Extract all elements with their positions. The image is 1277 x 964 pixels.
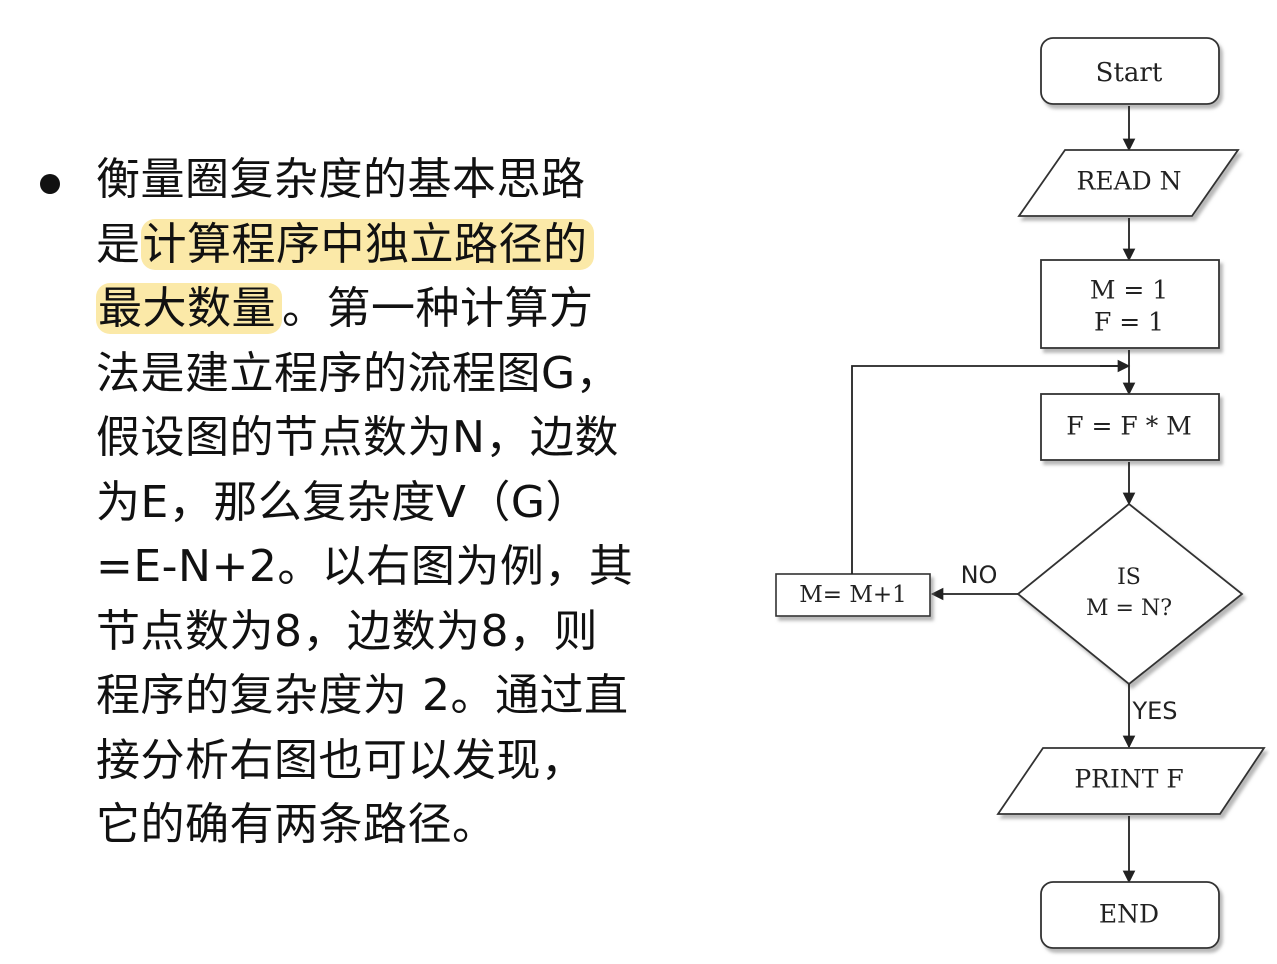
text-block: 衡量圈复杂度的基本思路 是计算程序中独立路径的 最大数量。第一种计算方 法是建立… xyxy=(36,148,656,858)
line-text: 它的确有两条路径。 xyxy=(96,799,497,850)
paragraph-line: 为E，那么复杂度V（G） xyxy=(96,471,656,536)
paragraph-line: 是计算程序中独立路径的 xyxy=(96,213,656,278)
paragraph-line: 假设图的节点数为N，边数 xyxy=(96,406,656,471)
line-text: 。第一种计算方 xyxy=(282,283,594,334)
init-node xyxy=(1040,259,1220,349)
line-text: 衡量圈复杂度的基本思路 xyxy=(96,154,586,205)
no-label: NO xyxy=(961,561,998,589)
yes-label: YES xyxy=(1131,697,1177,725)
init-label-m: M = 1 xyxy=(1090,276,1168,305)
end-label: END xyxy=(1099,900,1159,929)
loop-back-line xyxy=(851,365,1129,574)
description-paragraph: 衡量圈复杂度的基本思路 是计算程序中独立路径的 最大数量。第一种计算方 法是建立… xyxy=(96,148,656,858)
decision-label-cond: M = N? xyxy=(1086,596,1172,621)
end-node xyxy=(1040,881,1220,949)
line-text: =E-N+2。以右图为例，其 xyxy=(96,541,634,592)
line-text: 节点数为8，边数为8，则 xyxy=(96,605,598,657)
paragraph-line: 衡量圈复杂度的基本思路 xyxy=(96,148,656,213)
multiply-node xyxy=(1040,393,1220,461)
highlighted-text: 最大数量 xyxy=(96,283,282,334)
decision-label-is: IS xyxy=(1117,565,1141,590)
start-node xyxy=(1040,37,1220,105)
print-node xyxy=(996,747,1266,815)
increment-node xyxy=(775,573,931,617)
read-node xyxy=(1017,149,1240,217)
line-text: 是 xyxy=(96,218,141,270)
increment-label: M= M+1 xyxy=(799,582,907,608)
decision-node xyxy=(1016,502,1244,686)
highlighted-text: 计算程序中独立路径的 xyxy=(140,218,594,270)
flowchart: Start READ N M = 1 F = 1 F = F * M IS M … xyxy=(775,37,1266,949)
paragraph-line: =E-N+2。以右图为例，其 xyxy=(96,535,656,600)
start-label: Start xyxy=(1096,58,1163,88)
bullet-dot xyxy=(40,174,60,194)
line-text: 假设图的节点数为N，边数 xyxy=(96,412,619,463)
line-text: 程序的复杂度为 2。通过直 xyxy=(96,670,629,721)
paragraph-line: 程序的复杂度为 2。通过直 xyxy=(96,664,656,729)
multiply-label: F = F * M xyxy=(1066,412,1192,441)
init-label-f: F = 1 xyxy=(1094,308,1164,337)
line-text: 法是建立程序的流程图G， xyxy=(96,347,621,399)
print-label: PRINT F xyxy=(1074,765,1183,794)
paragraph-line: 法是建立程序的流程图G， xyxy=(96,342,656,407)
paragraph-line: 接分析右图也可以发现， xyxy=(96,729,656,794)
line-text: 为E，那么复杂度V（G） xyxy=(96,476,590,528)
line-text: 接分析右图也可以发现， xyxy=(96,734,586,786)
paragraph-line: 它的确有两条路径。 xyxy=(96,793,656,858)
paragraph-line: 节点数为8，边数为8，则 xyxy=(96,600,656,665)
paragraph-line: 最大数量。第一种计算方 xyxy=(96,277,656,342)
read-label: READ N xyxy=(1077,167,1182,196)
